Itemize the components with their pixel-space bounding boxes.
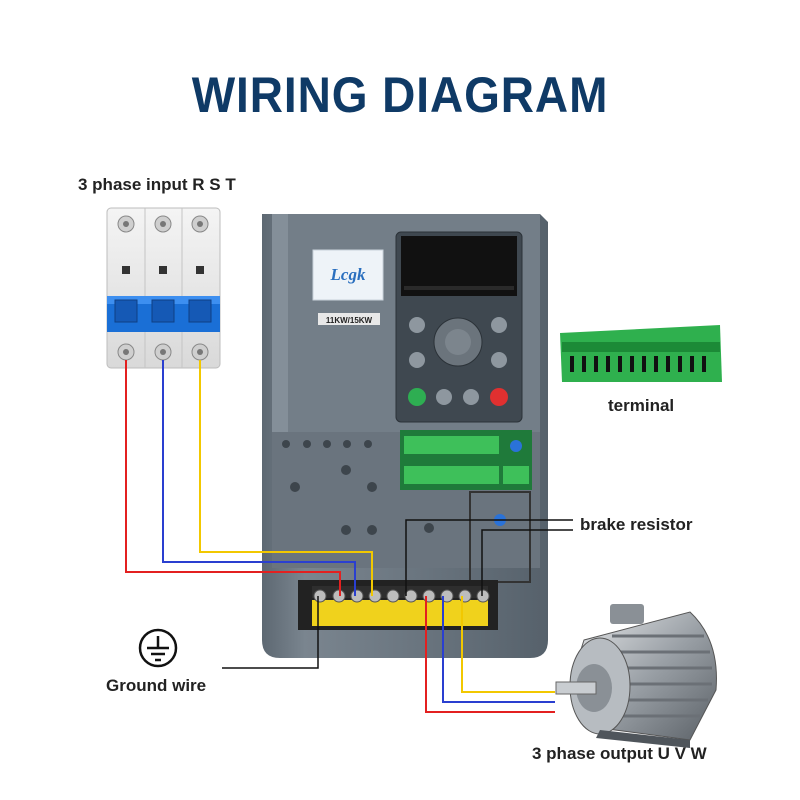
terminal-label: terminal xyxy=(608,396,675,415)
ground-wire-label: Ground wire xyxy=(106,676,207,695)
stop-button xyxy=(490,388,508,406)
inverter: Lcgk 11KW/15KW xyxy=(262,214,548,658)
run-button xyxy=(408,388,426,406)
wire-v xyxy=(442,596,555,703)
motor-lifting-eye xyxy=(610,604,644,624)
brand-logo: Lcgk xyxy=(330,265,366,284)
brake-cutout xyxy=(469,491,531,583)
output-label: 3 phase output U V W xyxy=(532,744,707,763)
breaker-top-screws xyxy=(117,215,209,233)
wire-t xyxy=(199,360,373,596)
terminal-block-image xyxy=(560,325,722,382)
breaker-bottom-screws xyxy=(117,343,209,361)
breaker-toggles xyxy=(107,296,220,332)
motor xyxy=(555,604,717,748)
wire-s xyxy=(162,360,356,596)
diagram-title: WIRING DIAGRAM xyxy=(191,67,609,123)
control-terminal-board xyxy=(400,430,532,490)
brake-wires xyxy=(405,519,573,596)
wire-w xyxy=(461,596,555,693)
input-label: 3 phase input R S T xyxy=(78,175,236,194)
brake-resistor-label: brake resistor xyxy=(580,515,693,534)
power-terminal-block xyxy=(298,580,498,630)
ground-icon xyxy=(138,628,178,668)
output-wires xyxy=(425,596,555,713)
brand-plate: Lcgk xyxy=(312,249,384,301)
input-wires xyxy=(125,360,373,596)
circuit-breaker xyxy=(106,207,221,369)
ground-wire-group xyxy=(138,596,319,669)
rating-label: 11KW/15KW xyxy=(326,316,373,325)
wire-r xyxy=(125,360,341,596)
motor-shaft xyxy=(555,681,597,695)
keypad-panel xyxy=(395,231,523,423)
wire-u xyxy=(425,596,555,713)
